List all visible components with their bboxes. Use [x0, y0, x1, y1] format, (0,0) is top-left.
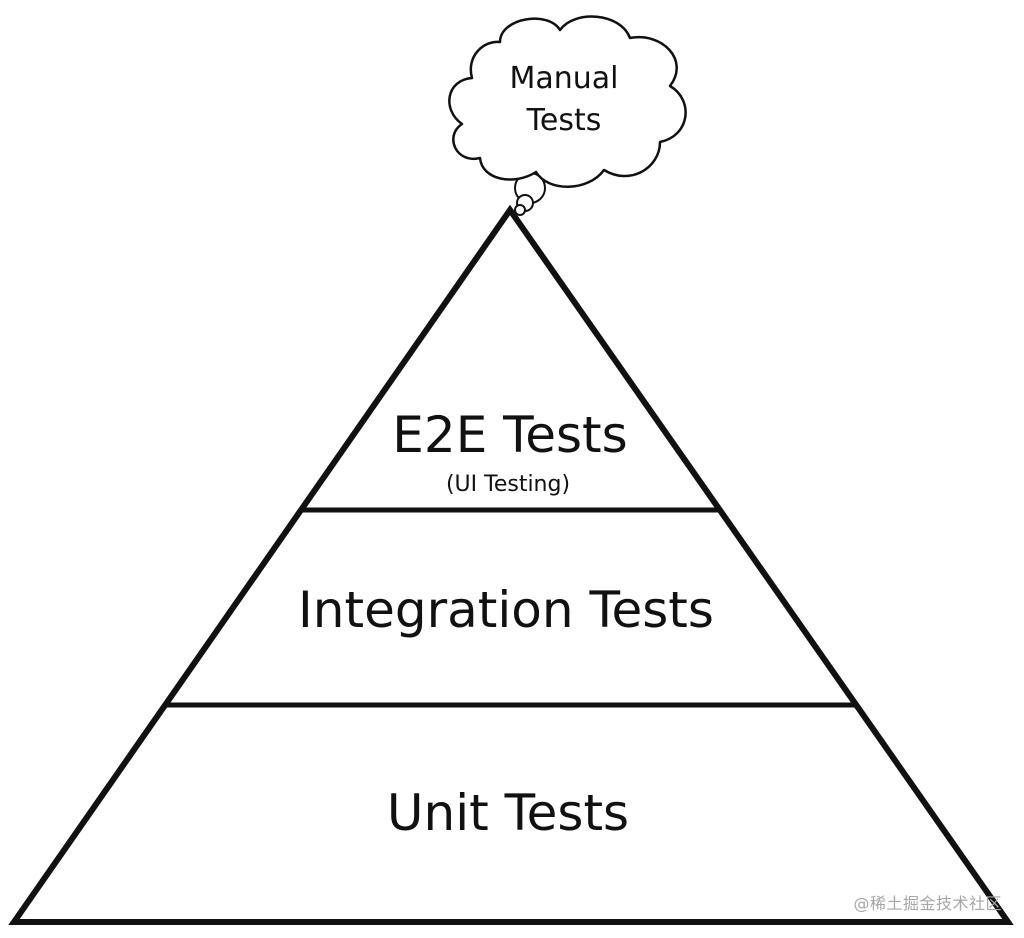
cloud-label-line2: Tests — [526, 103, 602, 138]
cloud-label-line1: Manual — [509, 61, 618, 96]
watermark-text: @稀土掘金技术社区 — [853, 894, 1002, 913]
manual-tests-cloud — [448, 15, 687, 188]
layer-label-integration: Integration Tests — [298, 581, 714, 639]
layer-label-unit: Unit Tests — [387, 784, 629, 842]
layer-label-e2e: E2E Tests — [392, 406, 627, 464]
thought-bubble-small — [514, 204, 526, 216]
layer-sublabel-ui-testing: (UI Testing) — [446, 472, 570, 497]
pyramid-outline — [8, 204, 1014, 925]
